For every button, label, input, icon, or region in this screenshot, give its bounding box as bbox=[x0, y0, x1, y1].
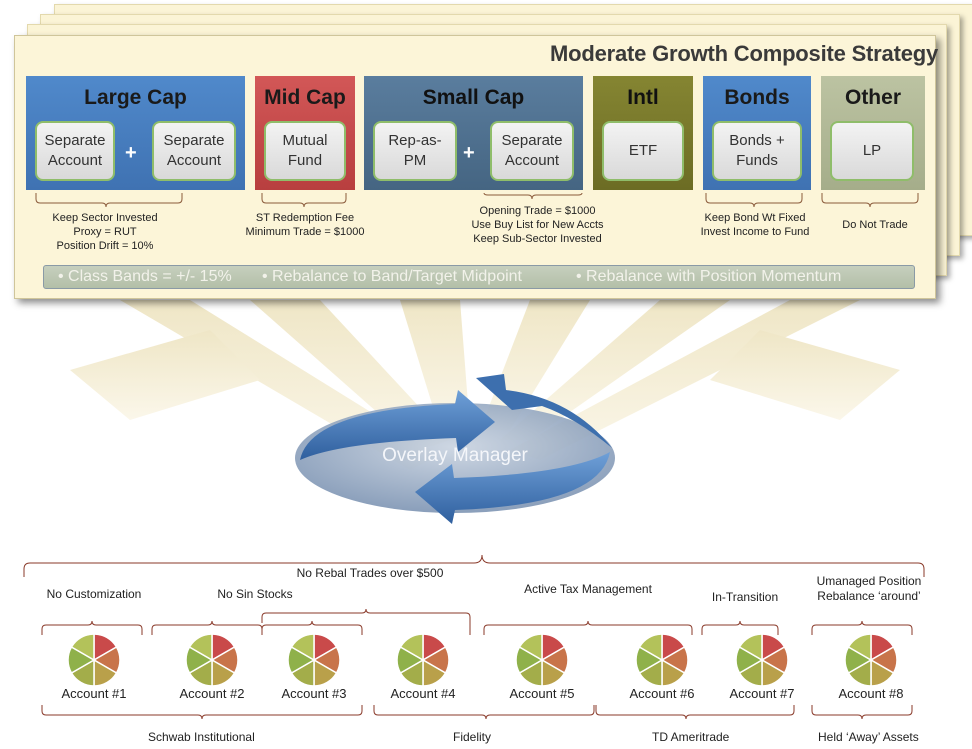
rule-rebalance-midpoint: • Rebalance to Band/Target Midpoint bbox=[262, 268, 522, 285]
custodian-schwab: Schwab Institutional bbox=[148, 730, 255, 744]
rules-band: • Class Bands = +/- 15% • Rebalance to B… bbox=[43, 265, 915, 289]
account-3-label: Account #3 bbox=[281, 686, 347, 701]
pie-slice bbox=[518, 633, 543, 662]
account-2-pie bbox=[185, 633, 239, 687]
pie-slice bbox=[638, 633, 663, 662]
account-4-pie bbox=[396, 633, 450, 687]
account-1-pie bbox=[67, 633, 121, 687]
large-cap-note: Keep Sector Invested Proxy = RUT Positio… bbox=[52, 212, 158, 252]
intl-vehicle-1: ETF bbox=[602, 121, 684, 181]
intl-label: Intl bbox=[627, 86, 659, 109]
other-note: Do Not Trade bbox=[842, 219, 908, 231]
account-8-pie bbox=[844, 633, 898, 687]
pie-slice bbox=[70, 633, 95, 662]
large-cap-vehicle-2: Separate Account bbox=[152, 121, 236, 181]
large-cap-label: Large Cap bbox=[84, 86, 187, 109]
pie-slice bbox=[290, 633, 315, 662]
pie-slice bbox=[738, 633, 763, 662]
overlay-manager-cycle-icon bbox=[295, 374, 615, 524]
account-4-label: Account #4 bbox=[390, 686, 456, 701]
overlay-manager-label: Overlay Manager bbox=[382, 445, 528, 466]
account-1-label: Account #1 bbox=[61, 686, 127, 701]
account-3-pie bbox=[287, 633, 341, 687]
account-2-label: Account #2 bbox=[179, 686, 245, 701]
mid-cap-vehicle-1: Mutual Fund bbox=[264, 121, 346, 181]
account-5-label: Account #5 bbox=[509, 686, 575, 701]
small-cap-vehicle-2: Separate Account bbox=[490, 121, 574, 181]
custodian-fidelity: Fidelity bbox=[453, 730, 492, 744]
small-cap-vehicle-1: Rep-as- PM bbox=[373, 121, 457, 181]
mid-cap-box: Mid Cap Mutual Fund bbox=[255, 76, 355, 190]
constraint-unmanaged: Umanaged Position Rebalance ‘around’ bbox=[816, 574, 922, 603]
small-cap-label: Small Cap bbox=[422, 86, 525, 109]
large-cap-vehicle-1: Separate Account bbox=[35, 121, 115, 181]
other-vehicle-1: LP bbox=[830, 121, 914, 181]
constraint-no-sin-stocks: No Sin Stocks bbox=[217, 587, 293, 601]
small-cap-plus: + bbox=[463, 142, 475, 164]
intl-box: Intl ETF bbox=[593, 76, 693, 190]
other-box: Other LP bbox=[821, 76, 925, 190]
account-6-label: Account #6 bbox=[629, 686, 695, 701]
account-8-label: Account #8 bbox=[838, 686, 904, 701]
pie-slice bbox=[847, 633, 872, 662]
large-cap-box: Large Cap Separate Account + Separate Ac… bbox=[26, 76, 245, 190]
other-label: Other bbox=[844, 86, 901, 109]
strategy-title: Moderate Growth Composite Strategy bbox=[549, 41, 938, 66]
mid-cap-note: ST Redemption Fee Minimum Trade = $1000 bbox=[245, 212, 365, 238]
small-cap-box: Small Cap Rep-as- PM + Separate Account bbox=[364, 76, 583, 190]
class-note-brackets bbox=[35, 192, 919, 208]
constraint-no-rebal-trades: No Rebal Trades over $500 bbox=[296, 566, 444, 580]
bonds-note: Keep Bond Wt Fixed Invest Income to Fund bbox=[700, 212, 810, 238]
account-6-pie bbox=[635, 633, 689, 687]
custodian-held-away: Held ‘Away’ Assets bbox=[818, 730, 919, 744]
bonds-vehicle-1: Bonds + Funds bbox=[712, 121, 802, 181]
small-cap-note: Opening Trade = $1000 Use Buy List for N… bbox=[471, 205, 604, 245]
constraint-in-transition: In-Transition bbox=[711, 590, 779, 604]
bonds-label: Bonds bbox=[724, 86, 790, 109]
account-pies bbox=[67, 633, 898, 687]
custodian-td-ameritrade: TD Ameritrade bbox=[652, 730, 730, 744]
constraint-active-tax: Active Tax Management bbox=[524, 582, 652, 596]
rule-rebalance-momentum: • Rebalance with Position Momentum bbox=[576, 268, 842, 285]
constraint-no-customization: No Customization bbox=[46, 587, 142, 601]
account-brackets bbox=[23, 554, 925, 720]
account-7-pie bbox=[735, 633, 789, 687]
pie-slice bbox=[188, 633, 213, 662]
rule-class-bands: • Class Bands = +/- 15% bbox=[58, 268, 232, 285]
pie-slice bbox=[399, 633, 424, 662]
bonds-box: Bonds Bonds + Funds bbox=[703, 76, 811, 190]
mid-cap-label: Mid Cap bbox=[264, 86, 346, 109]
account-7-label: Account #7 bbox=[729, 686, 795, 701]
account-5-pie bbox=[515, 633, 569, 687]
large-cap-plus: + bbox=[125, 142, 137, 164]
